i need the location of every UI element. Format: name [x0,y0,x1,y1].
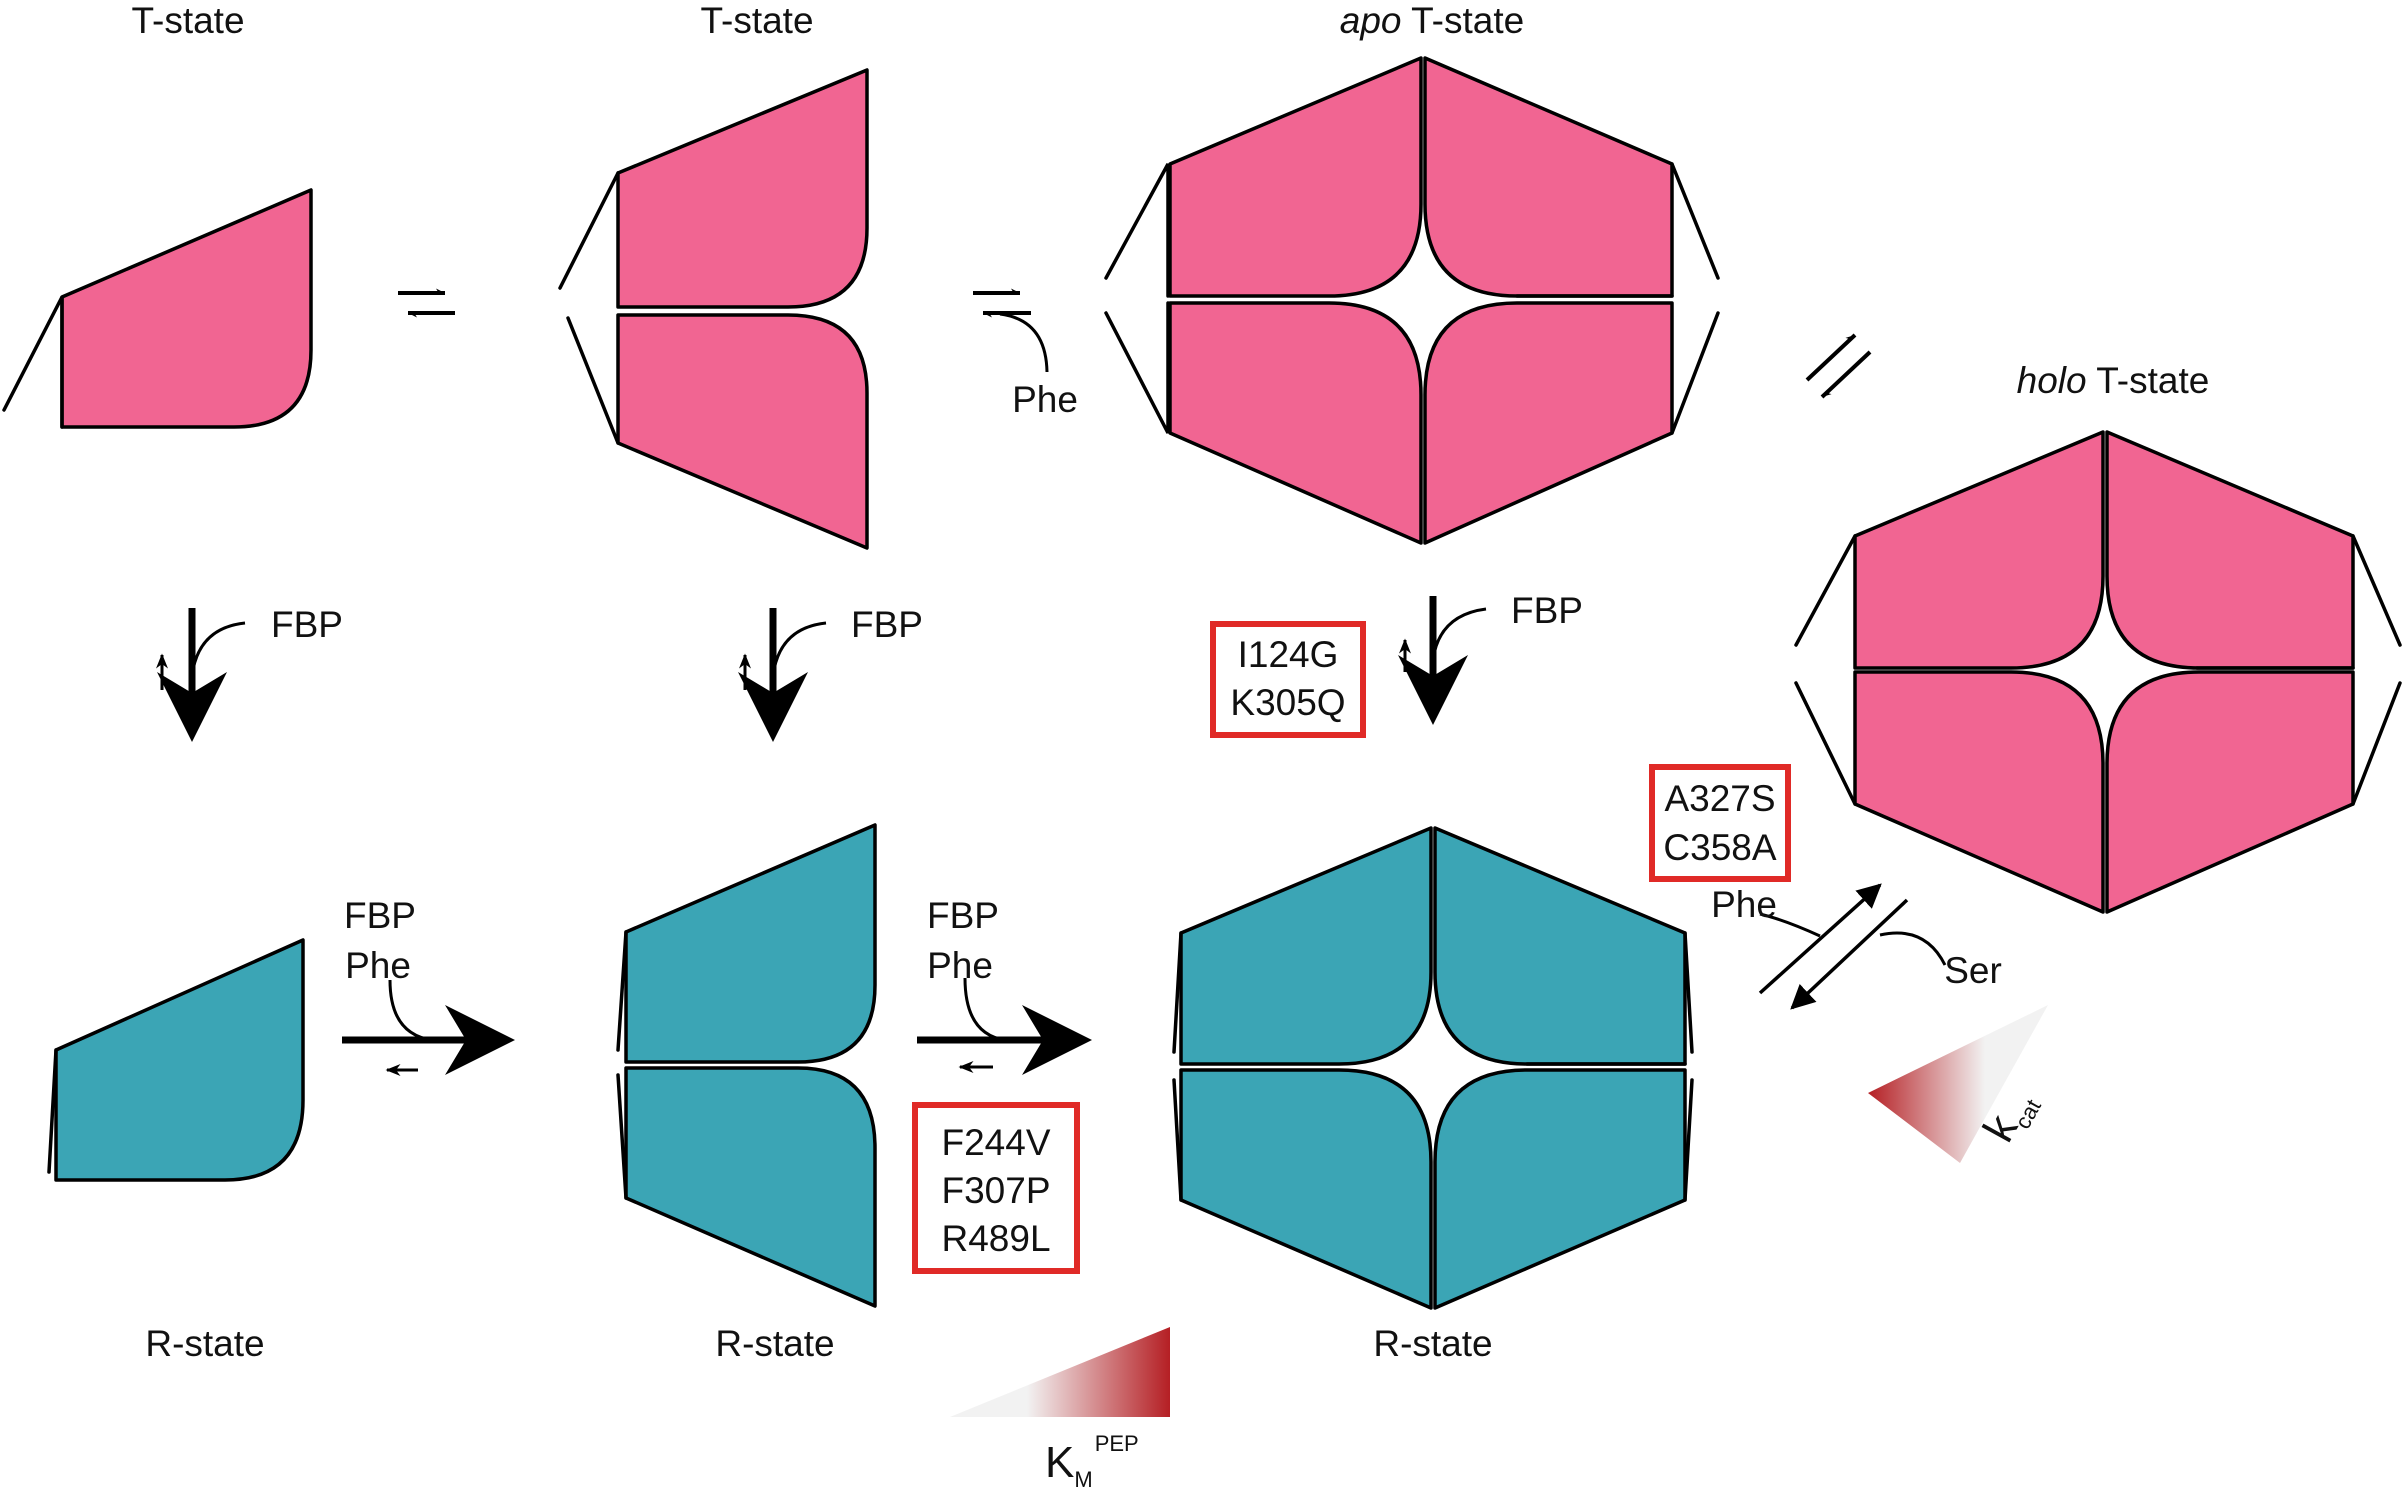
fbp-phe-arrow-dimer-tetramer [917,977,1092,1075]
effector-fbp-phe-1-phe: Phe [345,945,411,986]
equilibrium-arrow-r-holo [1758,883,1947,1010]
label-t-state-dimer: T-state [700,0,813,41]
subunit-upper-right [1433,826,1687,1066]
monomer-rim [2,296,64,429]
label-apo-prefix: apo [1340,0,1402,41]
subunit-upper-right [1423,56,1674,298]
mutation-f307p: F307P [941,1170,1050,1211]
subunit-lower [616,313,869,550]
km-pep-gradient: KMPEP [950,1327,1170,1492]
t-state-monomer [2,188,313,429]
mutation-f244v: F244V [941,1122,1050,1163]
subunit-lower-right [1433,1068,1687,1310]
effector-fbp-3: FBP [1511,590,1583,631]
mutation-r489l: R489L [941,1218,1050,1259]
effector-phe-right: Phe [1711,884,1777,925]
tetramer-rim-2 [2351,534,2402,647]
tetramer-rim-1 [1104,301,1170,434]
effector-fbp-phe-2-phe: Phe [927,945,993,986]
dimer-rim-lower [566,316,620,445]
subunit-lower [624,1066,877,1308]
label-holo-suffix: T-state [2087,360,2210,401]
tetramer-rim-2 [1683,931,1694,1054]
label-r-state-tetramer: R-state [1373,1323,1492,1364]
label-apo-t-state: apo T-state [1340,0,1524,41]
km-superscript: PEP [1095,1431,1139,1456]
tetramer-rim-3 [2351,681,2402,806]
phe-binding-curve [999,312,1049,373]
fbp-arrow-monomer [156,608,246,742]
fbp-arrow-tetramer [1398,596,1487,725]
apo-t-state-tetramer [1104,56,1720,545]
tetramer-rim-1 [1172,1078,1183,1202]
mutation-box-fbp: I124G K305Q [1210,621,1366,738]
effector-fbp-1: FBP [271,604,343,645]
holo-t-state-tetramer [1794,430,2402,914]
tetramer-rim-1 [1794,681,1857,806]
equilibrium-arrow-monomer-dimer [398,288,455,318]
label-r-state-dimer: R-state [715,1323,834,1364]
label-r-state-monomer: R-state [145,1323,264,1364]
subunit-lower-left [1179,1068,1433,1310]
r-state-monomer [47,938,305,1182]
subunit-upper [624,823,877,1064]
kcat-gradient: kcat [1868,1005,2048,1163]
label-holo-t-state: holo T-state [2017,360,2210,401]
fbp-phe-arrow-monomer-dimer [342,979,515,1076]
mutation-box-km: F244V F307P R489L [912,1102,1080,1274]
subunit-upper-right [2105,430,2355,670]
tetramer-rim-2 [1670,162,1720,280]
mutation-c358a: C358A [1663,827,1776,868]
subunit-lower-left [1168,301,1423,545]
effector-fbp-phe-2-fbp: FBP [927,895,999,936]
dimer-rim-lower [616,1073,628,1200]
subunit-upper-left [1853,430,2105,670]
km-symbol: KMPEP [1045,1431,1139,1492]
subunit-lower-right [1423,301,1674,545]
effector-phe-top: Phe [1012,379,1078,420]
effector-ser-right: Ser [1944,950,2002,991]
dimer-rim-upper [616,930,628,1052]
r-state-dimer [616,823,877,1308]
km-main: K [1045,1438,1074,1487]
tetramer-rim-0 [1172,931,1183,1054]
subunit-t-monomer [60,188,313,429]
mutation-k305q: K305Q [1230,682,1345,723]
subunit-lower-left [1853,670,2105,914]
t-state-dimer [558,68,869,550]
equilibrium-arrow-dimer-tetramer [973,288,1049,373]
tetramer-rim-0 [1794,534,1857,647]
r-state-tetramer [1172,826,1694,1310]
label-apo-suffix: T-state [1402,0,1525,41]
monomer-rim [47,1048,58,1174]
km-subscript: M [1074,1467,1092,1492]
effector-fbp-2: FBP [851,604,923,645]
tetramer-rim-3 [1670,311,1720,435]
dimer-rim-upper [558,171,620,290]
label-holo-prefix: holo [2017,360,2087,401]
subunit-r-monomer [54,938,305,1182]
fbp-arrow-dimer [738,608,827,742]
mutation-a327s: A327S [1664,778,1775,819]
subunit-upper-left [1179,826,1433,1066]
subunit-upper-left [1168,56,1423,298]
tetramer-rim-3 [1683,1078,1694,1202]
tetramer-rim-0 [1104,163,1170,298]
mutation-box-kcat: A327S C358A [1649,764,1791,882]
subunit-lower-right [2105,670,2355,914]
subunit-upper [616,68,869,309]
equilibrium-arrow-apo-holo [1805,333,1872,399]
label-t-state-monomer: T-state [131,0,244,41]
mutation-i124g: I124G [1238,634,1339,675]
effector-fbp-phe-1-fbp: FBP [344,895,416,936]
